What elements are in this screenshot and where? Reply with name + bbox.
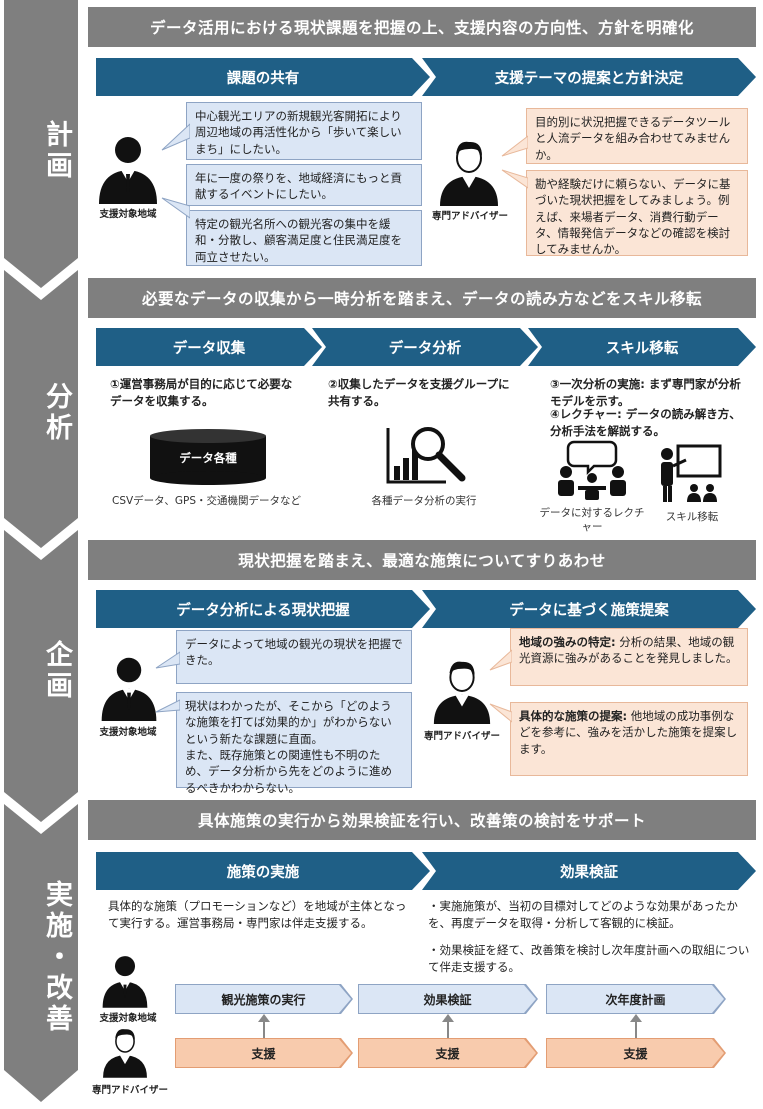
flow-box-execution: 観光施策の実行 xyxy=(176,985,351,1013)
planning-bubble-right-1: 地域の強みの特定: 分析の結果、地域の観光資源に強みがあることを発見しました。 xyxy=(510,628,748,686)
stage-label-implement: 実施・改善 xyxy=(41,880,72,1035)
plan-header: データ活用における現状課題を把握の上、支援内容の方向性、方針を明確化 xyxy=(88,7,756,47)
implement-header: 具体施策の実行から効果検証を行い、改善策の検討をサポート xyxy=(88,800,756,840)
analysis-arrow-analysis: データ分析 xyxy=(312,328,538,366)
analysis-arrow-skill: スキル移転 xyxy=(528,328,756,366)
person-advisor-icon-3 xyxy=(103,1029,147,1078)
implement-person-right-label: 専門アドバイザー xyxy=(91,1085,168,1096)
plan-bubble-right-1: 目的別に状況把握できるデータツールと人流データを組み合わせてみませんか。 xyxy=(526,108,748,164)
analysis-header: 必要なデータの収集から一時分析を踏まえ、データの読み方などをスキル移転 xyxy=(88,278,756,318)
planning-bubble-left-2: 現状はわかったが、そこから「どのような施策を打てば効果的か」がわからないという新… xyxy=(176,692,412,795)
analysis-caption-4: スキル移転 xyxy=(665,511,719,523)
implement-text-right-2: ・効果検証を経て、改善策を検討し次年度計画への取組について伴走支援する。 xyxy=(428,943,750,974)
planning-header: 現状把握を踏まえ、最適な施策についてすりあわせ xyxy=(88,540,756,580)
planning-bubble-right-2: 具体的な施策の提案: 他地域の成功事例などを参考に、強みを活かした施策を提案しま… xyxy=(510,702,748,776)
plan-arrow-issue-sharing: 課題の共有 xyxy=(96,58,430,96)
implement-arrow-verification: 効果検証 xyxy=(422,852,756,890)
support-box-3: 支援 xyxy=(547,1039,724,1067)
support-box-2: 支援 xyxy=(359,1039,536,1067)
planning-bubble-left-1: データによって地域の観光の現状を把握できた。 xyxy=(176,630,412,684)
data-analysis-icon xyxy=(386,427,466,484)
planning-bubble-right-1-body: 分析の結果、地域の観光資源に強みがあることを発見しました。 xyxy=(519,635,738,666)
plan-bubble-left-1: 中心観光エリアの新規観光客開拓により周辺地域の再活性化から「歩いて楽しいまち」に… xyxy=(186,102,422,160)
analysis-text-3b: ④レクチャー: データの読み解き方、分析手法を解説する。 xyxy=(550,407,741,438)
person-region-icon-2 xyxy=(101,657,157,721)
stage-chevrons xyxy=(4,0,78,1102)
support-up-arrows xyxy=(258,1014,642,1038)
planning-bubble-left-tails xyxy=(155,651,180,713)
planning-person-left-label: 支援対象地域 xyxy=(99,727,157,738)
support-box-1: 支援 xyxy=(176,1039,351,1067)
plan-bubble-right-tails xyxy=(501,135,528,189)
analysis-caption-3: データに対するレクチャー xyxy=(539,507,645,534)
implement-person-left-label: 支援対象地域 xyxy=(99,1013,157,1024)
stage-label-analysis: 分析 xyxy=(41,382,72,444)
planning-arrow-situation: データ分析による現状把握 xyxy=(96,590,430,628)
implement-text-left: 具体的な施策（プロモーションなど）を地域が主体となって実行する。運営事務局・専門… xyxy=(108,899,407,930)
database-label: データ各種 xyxy=(179,451,237,465)
lecture-group-icon xyxy=(558,440,626,500)
person-region-icon-3 xyxy=(102,956,148,1008)
analysis-arrow-collection: データ収集 xyxy=(96,328,322,366)
planning-person-right-label: 専門アドバイザー xyxy=(423,731,500,742)
analysis-text-3a: ③一次分析の実施: まず専門家が分析モデルを示す。 xyxy=(550,377,741,408)
analysis-caption-1: CSVデータ、GPS・交通機関データなど xyxy=(112,495,301,507)
planning-bubble-right-2-body: 他地域の成功事例などを参考に、強みを活かした施策を提案します。 xyxy=(519,709,738,756)
analysis-caption-2: 各種データ分析の実行 xyxy=(371,495,477,507)
stage-label-planning: 企画 xyxy=(41,640,72,702)
stage-chevron-analysis xyxy=(4,270,78,548)
planning-bubble-right-1-title: 地域の強みの特定: xyxy=(519,635,616,649)
plan-bubble-left-3: 特定の観光名所への観光客の集中を緩和・分散し、顧客満足度と住民満足度を両立させた… xyxy=(186,210,422,266)
person-advisor-icon-2 xyxy=(433,661,491,724)
stage-chevron-plan xyxy=(4,0,78,288)
database-icon xyxy=(150,429,266,485)
plan-person-left-label: 支援対象地域 xyxy=(99,209,157,220)
analysis-text-2: ②収集したデータを支援グループに共有する。 xyxy=(328,377,510,408)
planning-bubble-right-tails xyxy=(489,649,512,723)
planning-arrow-proposal: データに基づく施策提案 xyxy=(422,590,756,628)
planning-bubble-right-2-title: 具体的な施策の提案: xyxy=(519,709,628,723)
analysis-text-1: ①運営事務局が目的に応じて必要なデータを収集する。 xyxy=(110,377,293,408)
flow-box-verification: 効果検証 xyxy=(359,985,536,1013)
person-region-icon xyxy=(99,137,157,204)
plan-bubble-left-2: 年に一度の祭りを、地域経済にもっと貢献するイベントにしたい。 xyxy=(186,164,422,206)
implement-arrow-execution: 施策の実施 xyxy=(96,852,430,890)
plan-bubble-right-2: 勘や経験だけに頼らない、データに基づいた現状把握をしてみましょう。例えば、来場者… xyxy=(526,170,748,256)
plan-arrow-proposal: 支援テーマの提案と方針決定 xyxy=(422,58,756,96)
implement-text-right-1: ・実施施策が、当初の目標対してどのような効果があったかを、再度データを取得・分析… xyxy=(428,899,738,930)
skill-transfer-icon xyxy=(661,444,722,502)
plan-bubble-left-tails xyxy=(161,123,190,219)
plan-person-right-label: 専門アドバイザー xyxy=(431,211,508,222)
stage-chevron-implement xyxy=(4,804,78,1102)
person-advisor-icon xyxy=(440,141,498,206)
stage-label-plan: 計画 xyxy=(41,120,72,182)
stage-chevron-planning xyxy=(4,530,78,822)
flow-box-next-plan: 次年度計画 xyxy=(547,985,724,1013)
